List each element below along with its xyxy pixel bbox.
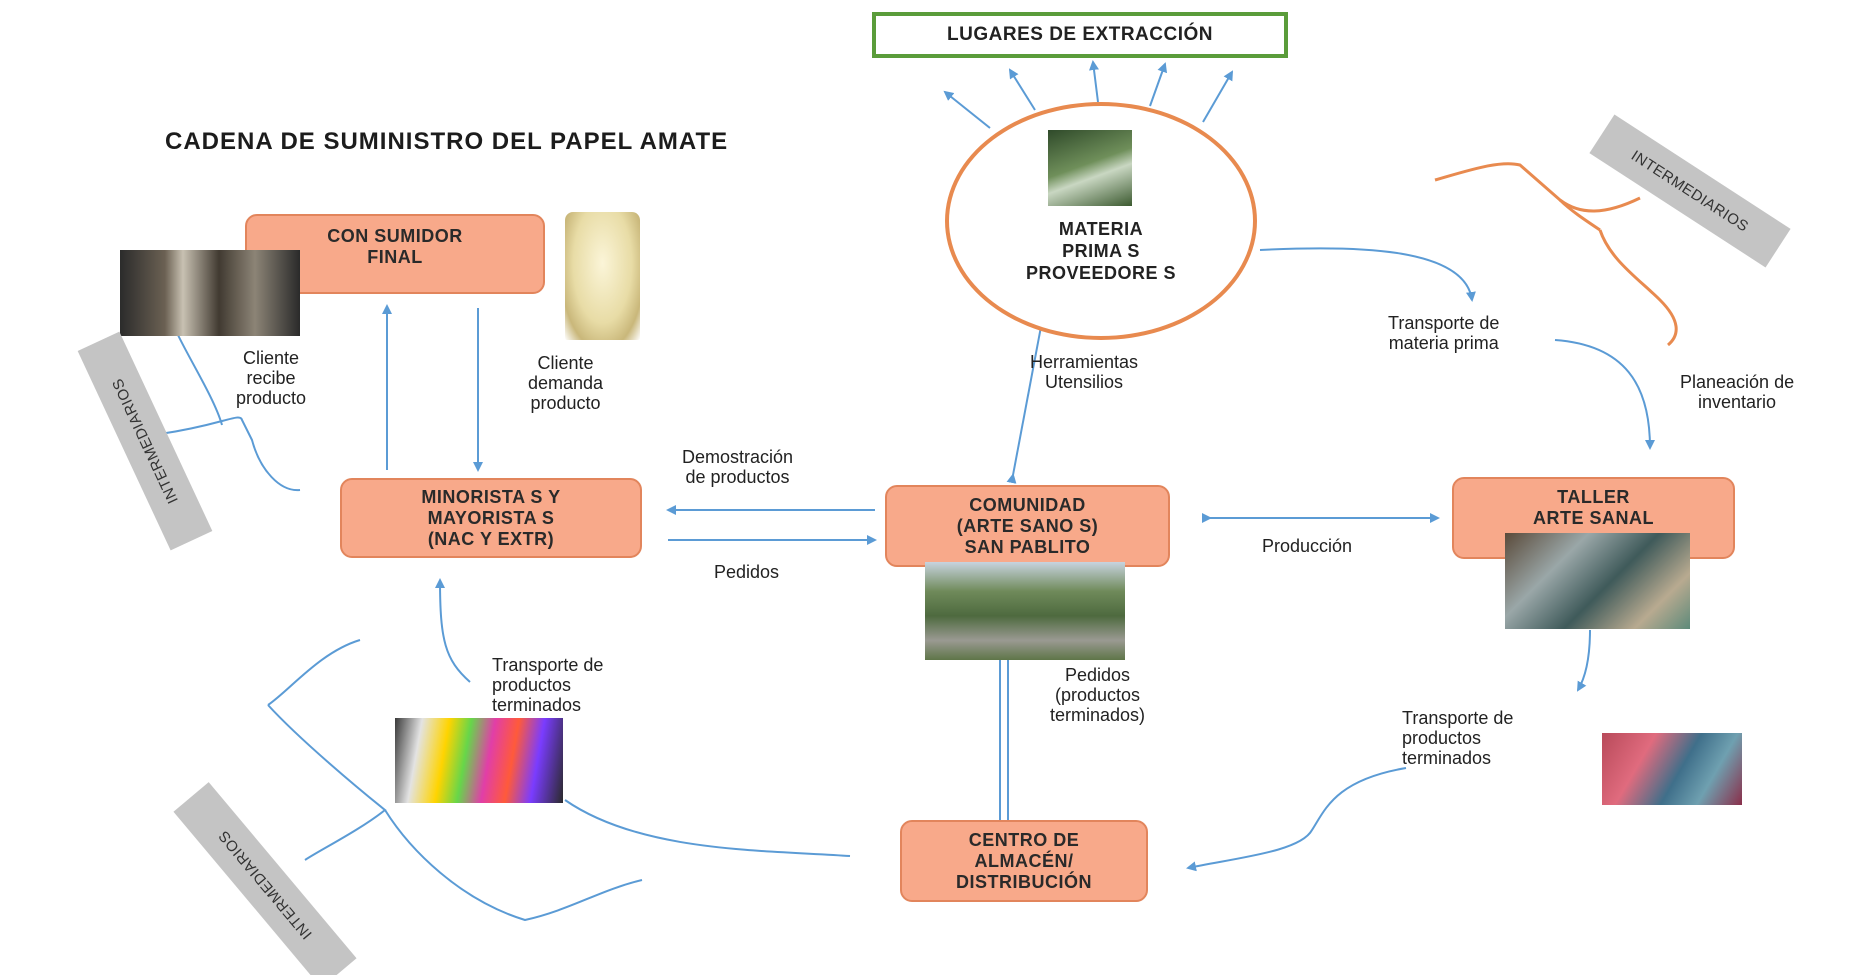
arrow-taller-to-transporte bbox=[1576, 629, 1591, 692]
colored-paper-photo bbox=[395, 718, 563, 803]
brace-intermediarios-top bbox=[159, 416, 301, 492]
diagram-title: CADENA DE SUMINISTRO DEL PAPEL AMATE bbox=[165, 128, 729, 155]
amate-paper-photo bbox=[1602, 733, 1742, 805]
arrow-herramientas bbox=[1006, 314, 1047, 484]
bracket-intermediarios-right bbox=[1598, 229, 1678, 347]
lamp-photo bbox=[565, 212, 640, 340]
workshop-photo bbox=[1505, 533, 1690, 629]
extraction-arrow bbox=[1008, 68, 1036, 111]
arrow-transporte-to-minoristas bbox=[435, 578, 471, 683]
crafts-photo bbox=[120, 250, 300, 336]
brace-intermediarios-bottom bbox=[267, 704, 387, 861]
bracket-intermediarios-right bbox=[1558, 198, 1601, 232]
node-comunidad: COMUNIDAD(ARTE SANO S)SAN PABLITO bbox=[885, 485, 1170, 567]
arrow-centro-to-almacen-photo bbox=[564, 799, 851, 857]
arrow-transporte-to-centro bbox=[1186, 767, 1407, 872]
village-photo bbox=[925, 562, 1125, 660]
extraction-arrow bbox=[1202, 70, 1234, 123]
extraction-arrow bbox=[943, 90, 991, 129]
brace-intermediarios-bottom bbox=[384, 809, 643, 922]
arrow-transporte-to-taller bbox=[1554, 339, 1655, 450]
brace-intermediarios-top bbox=[177, 334, 223, 426]
label-pedidos: Pedidos bbox=[714, 562, 780, 582]
arrow-materia-to-transporte bbox=[1259, 247, 1476, 302]
forest-photo bbox=[1048, 130, 1132, 206]
extraction-box: LUGARES DE EXTRACCIÓN bbox=[872, 12, 1288, 58]
bracket-intermediarios-right bbox=[1434, 162, 1641, 213]
label-produccion: Producción bbox=[1262, 536, 1353, 556]
extraction-arrow bbox=[1149, 62, 1168, 107]
brace-intermediarios-bottom bbox=[267, 639, 361, 706]
extraction-arrow bbox=[1089, 60, 1099, 103]
